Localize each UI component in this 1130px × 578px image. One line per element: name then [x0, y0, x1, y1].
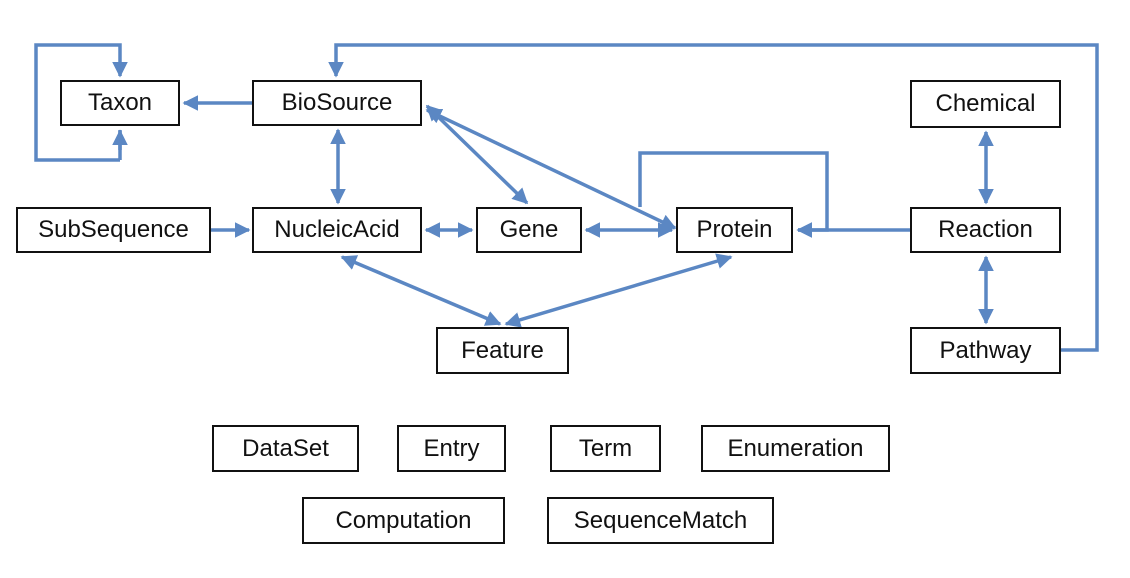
node-entry: Entry [397, 425, 506, 472]
node-subsequence: SubSequence [16, 207, 211, 253]
node-gene: Gene [476, 207, 582, 253]
node-feature: Feature [436, 327, 569, 374]
node-nucleicacid: NucleicAcid [252, 207, 422, 253]
node-pathway: Pathway [910, 327, 1061, 374]
node-enumeration: Enumeration [701, 425, 890, 472]
node-computation: Computation [302, 497, 505, 544]
node-taxon: Taxon [60, 80, 180, 126]
edge-biosource-gene [425, 104, 529, 205]
node-dataset: DataSet [212, 425, 359, 472]
edge-nucleicacid-feature [340, 255, 502, 326]
node-reaction: Reaction [910, 207, 1061, 253]
node-biosource: BioSource [252, 80, 422, 126]
node-sequencematch: SequenceMatch [547, 497, 774, 544]
node-term: Term [550, 425, 661, 472]
node-chemical: Chemical [910, 80, 1061, 128]
edge-biosource-protein [425, 108, 677, 230]
edge-pathway-to-biosource [328, 43, 1099, 352]
node-protein: Protein [676, 207, 793, 253]
edge-protein-feature [504, 253, 733, 328]
